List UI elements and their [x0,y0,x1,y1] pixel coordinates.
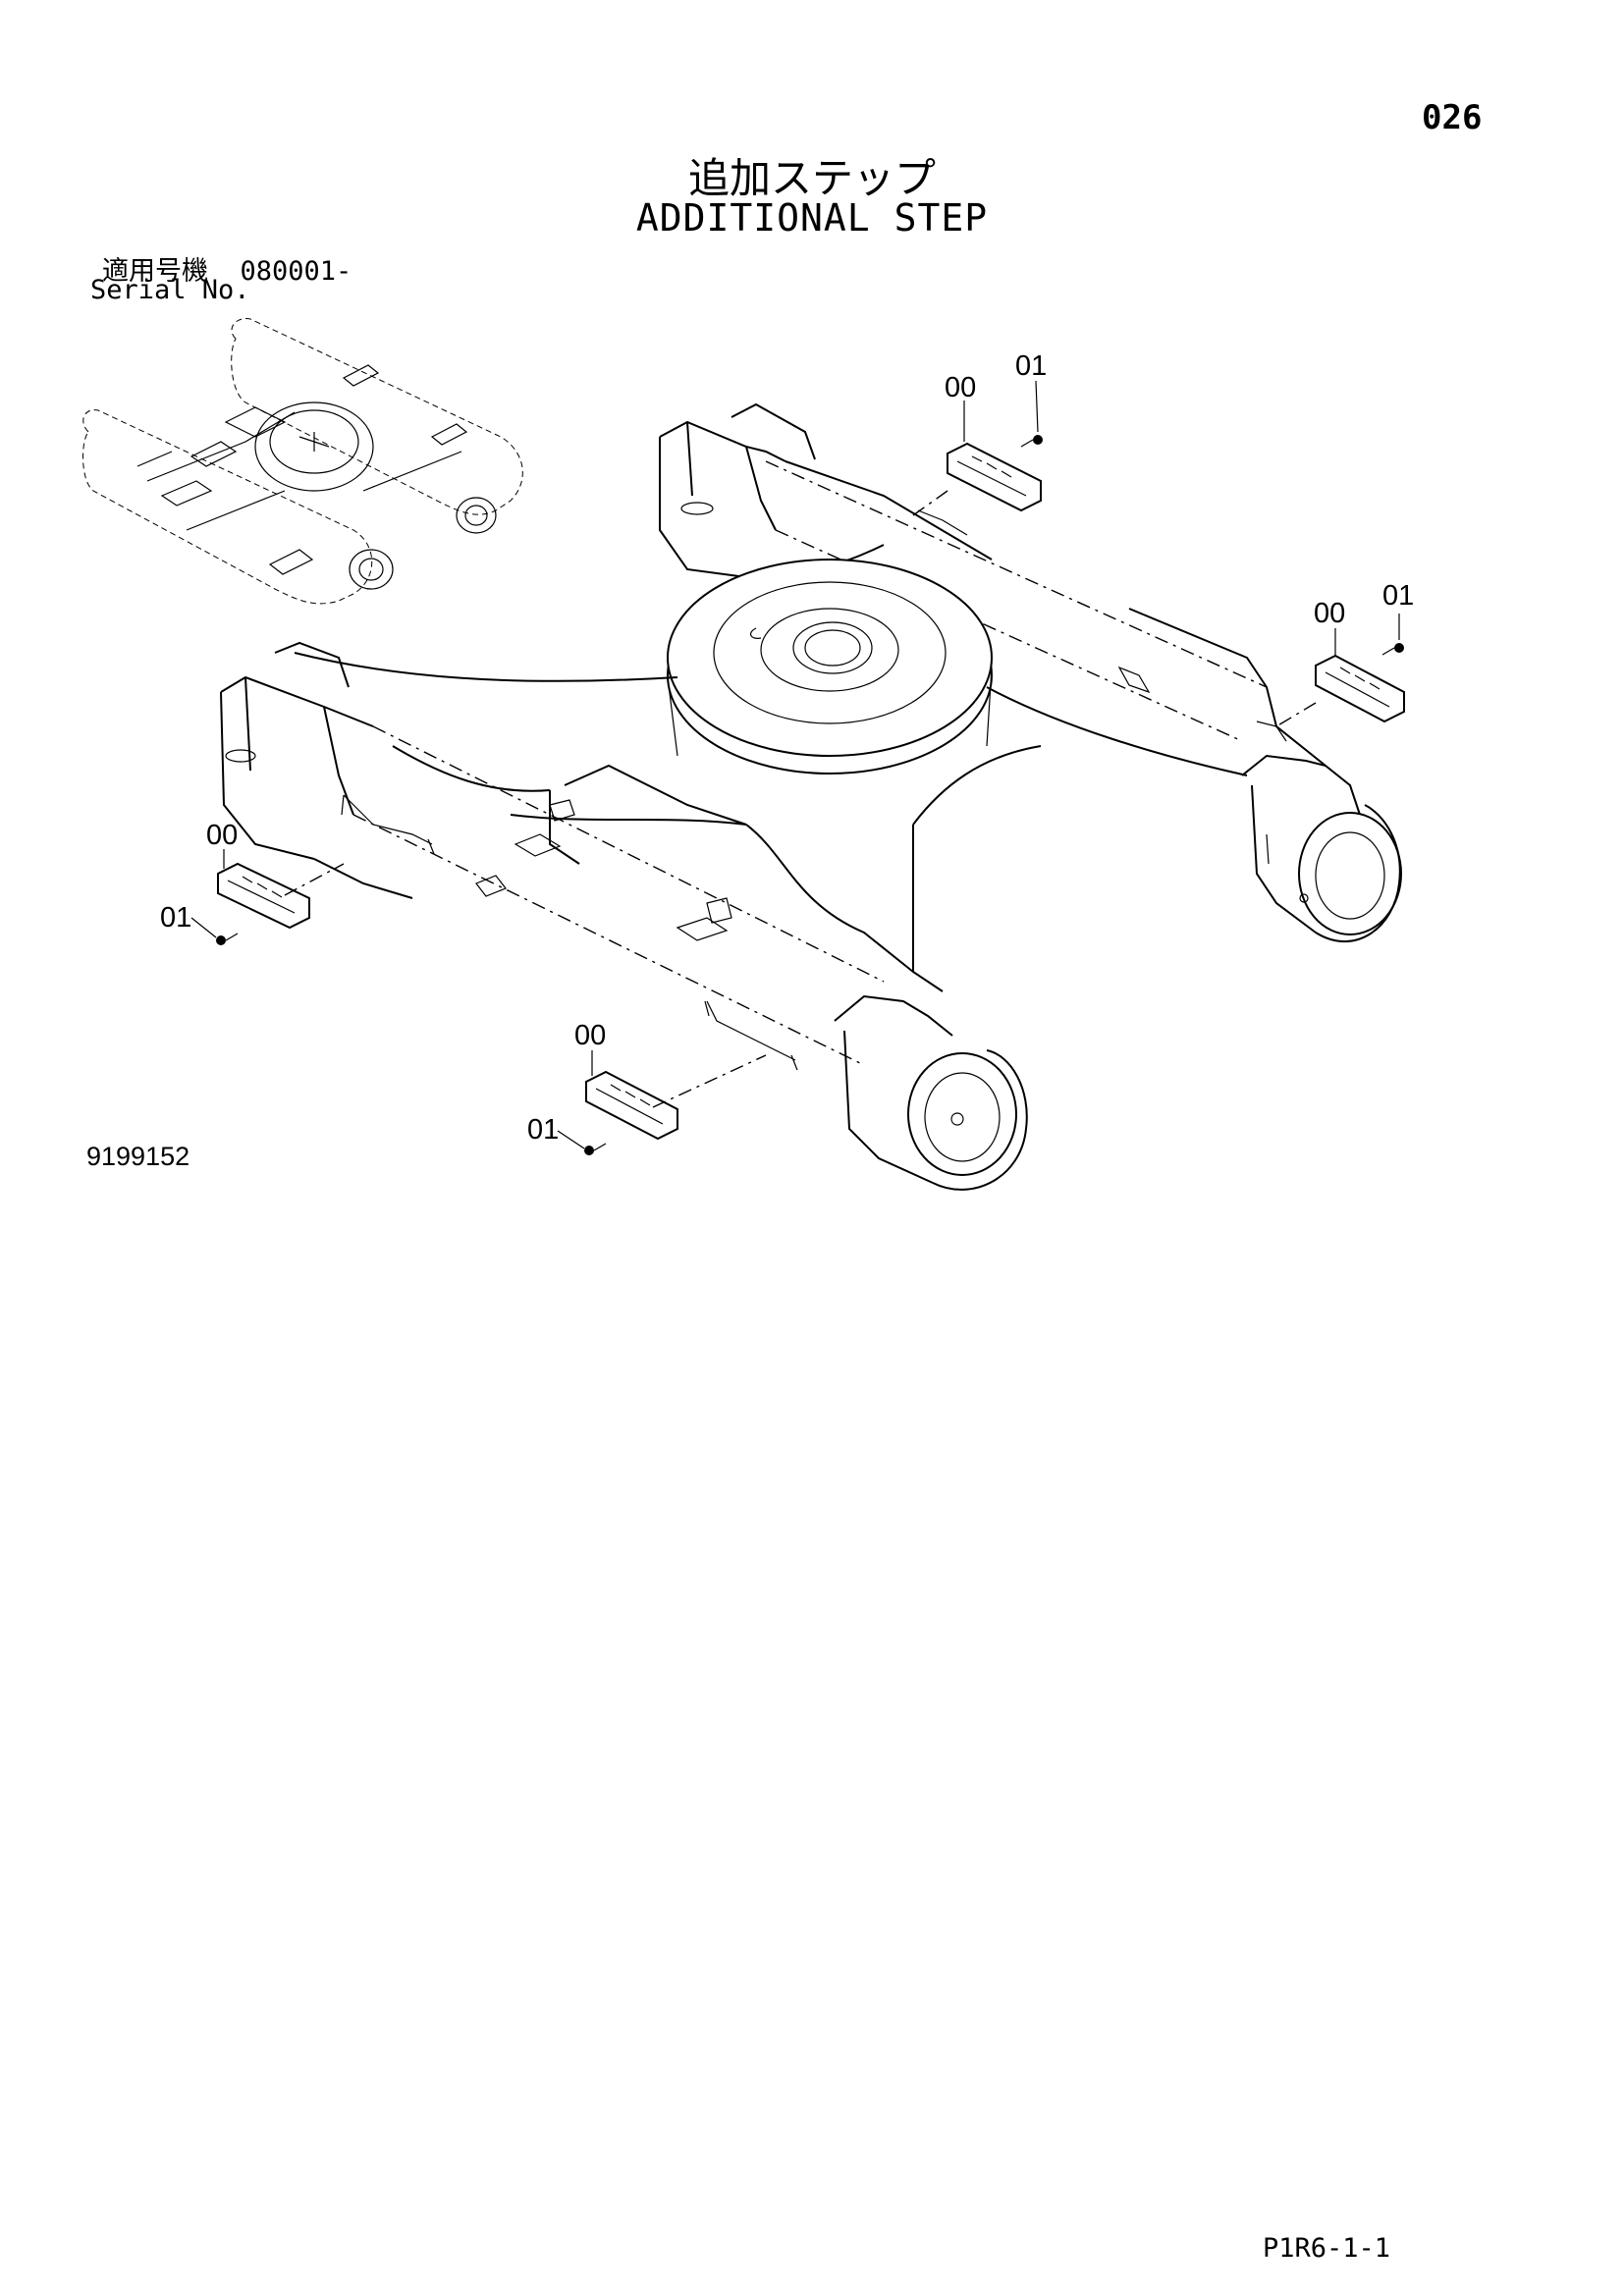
serial-label-japanese: 適用号機 080001- [102,249,352,288]
callout-bolt-front-left: 01 [527,1114,559,1146]
overview-thumbnail [82,318,523,605]
page-number: 026 [1422,98,1483,137]
undercarriage-frame [220,402,1402,1191]
serial-label-jp-text: 適用号機 [102,256,208,287]
page-title-english: ADDITIONAL STEP [635,196,989,240]
callout-step-rear-left: 00 [206,820,238,851]
drawing-number: 9199152 [86,1142,190,1171]
step-front-right [1275,654,1405,727]
callout-step-front-right: 00 [1314,598,1345,629]
bolt-front-left [584,1143,607,1155]
bolt-front-right [1381,643,1404,656]
page-title-japanese: 追加ステップ [687,154,936,202]
leader-bolt-rear-left [190,917,217,938]
serial-label-english: Serial No. [90,275,250,305]
callout-step-rear-right: 00 [945,372,976,403]
leader-bolt-front-left [557,1130,585,1149]
step-rear-left [217,862,345,930]
callout-bolt-rear-right: 01 [1015,350,1047,382]
callout-step-front-left: 00 [574,1020,606,1051]
callout-bolt-rear-left: 01 [160,902,191,934]
footer-code: P1R6-1-1 [1263,2233,1391,2264]
bolt-rear-left [216,933,239,945]
step-rear-right [912,442,1042,516]
step-front-left [585,1054,767,1141]
bolt-rear-right [1020,435,1043,448]
serial-value: 080001- [240,256,352,287]
leader-bolt-rear-right [1035,380,1039,433]
callout-bolt-front-right: 01 [1382,580,1414,612]
